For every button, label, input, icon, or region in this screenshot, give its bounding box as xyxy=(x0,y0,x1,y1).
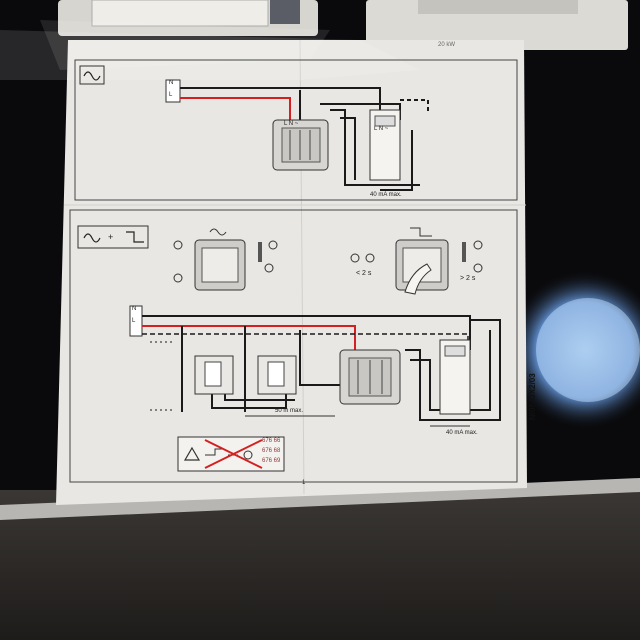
dimmer-plus-pushbutton-icon xyxy=(83,231,144,243)
dimmer-symbol-icon xyxy=(83,71,101,81)
document-reference: NI064JX2/03 xyxy=(528,373,537,420)
bulb-icon xyxy=(350,253,360,263)
warning-ref-3: 676 69 xyxy=(262,458,281,464)
bulb-icon xyxy=(473,263,483,273)
control-terminal-label-top: L N ~ xyxy=(374,126,389,132)
terminal-block-bottom xyxy=(129,305,143,337)
bulb-icon xyxy=(264,263,274,273)
bulb-icon xyxy=(173,273,183,283)
long-press-label: > 2 s xyxy=(460,275,476,282)
mode-symbol-box xyxy=(77,225,149,249)
warning-icon xyxy=(183,446,201,461)
distance-label: 50 m max. xyxy=(275,408,304,414)
bulb-icon xyxy=(365,253,375,263)
terminal-block-top xyxy=(165,79,181,103)
short-press-label: < 2 s xyxy=(356,270,372,277)
dimmer-symbol-box xyxy=(79,65,105,85)
dimmer-terminal-label-top: L N ~ xyxy=(284,121,299,127)
level-bar-icon xyxy=(462,242,466,262)
level-bar-icon xyxy=(258,242,262,262)
current-label-top: 40 mA max. xyxy=(370,192,402,198)
bulb-icon xyxy=(268,240,278,250)
warning-box xyxy=(177,436,285,472)
terminal-n-bottom: N xyxy=(132,306,137,312)
finger-icon xyxy=(404,263,432,295)
top-strip-label: 20 kW xyxy=(438,42,456,48)
terminal-n-top: N xyxy=(169,80,174,86)
terminal-l-top: L xyxy=(169,92,173,98)
page-number: 1 xyxy=(302,480,306,486)
warning-ref-1: 676 66 xyxy=(262,438,281,444)
current-label-bottom: 40 mA max. xyxy=(446,430,478,436)
terminal-l-bottom: L xyxy=(132,318,136,324)
plus-sign: + xyxy=(108,232,114,242)
bulb-icon xyxy=(173,240,183,250)
warning-ref-2: 676 68 xyxy=(262,448,281,454)
bulb-icon xyxy=(473,240,483,250)
instruction-sheet xyxy=(56,40,527,505)
